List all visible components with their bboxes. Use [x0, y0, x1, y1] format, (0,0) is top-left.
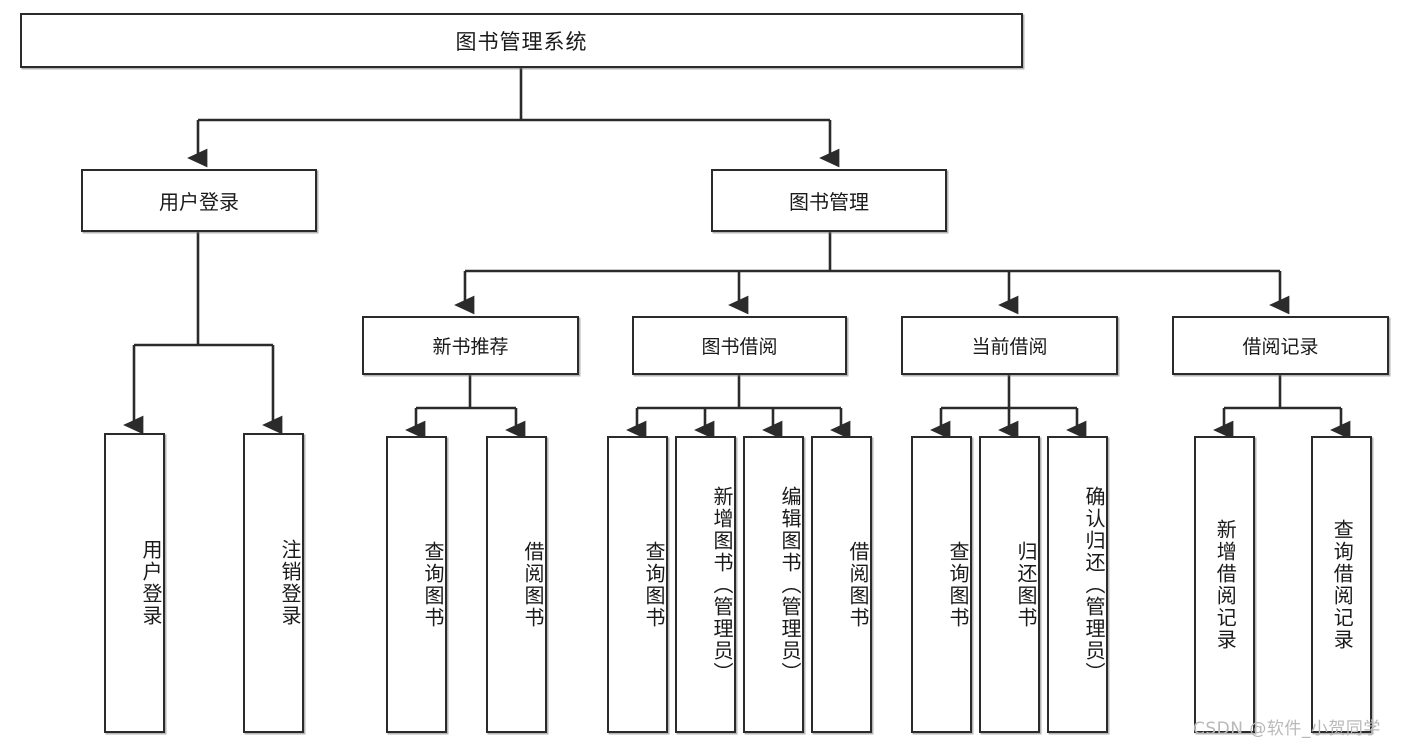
leaf-current-confirm-return-admin[interactable]: 确认归还（管理员）	[1047, 436, 1108, 733]
watermark: CSDN @软件_小贺同学	[1193, 719, 1381, 739]
node-label: 查询图书	[421, 540, 445, 629]
leaf-current-return-book[interactable]: 归还图书	[979, 436, 1040, 733]
node-user-login[interactable]: 用户登录	[81, 169, 317, 232]
leaf-current-query-book[interactable]: 查询图书	[911, 436, 972, 733]
node-label: 归还图书	[1014, 540, 1038, 629]
node-label: 新增借阅记录	[1213, 518, 1238, 651]
leaf-recommend-query-book[interactable]: 查询图书	[386, 436, 447, 733]
node-current-borrow[interactable]: 当前借阅	[901, 316, 1118, 375]
node-book-management[interactable]: 图书管理	[711, 169, 947, 232]
node-label: 借阅图书	[846, 540, 870, 629]
node-label: 查询图书	[946, 540, 970, 629]
node-root-book-management-system[interactable]: 图书管理系统	[20, 13, 1023, 68]
node-label: 借阅记录	[1242, 336, 1319, 358]
leaf-user-login-login[interactable]: 用户登录	[104, 433, 165, 733]
leaf-borrow-edit-book-admin[interactable]: 编辑图书（管理员）	[743, 436, 804, 733]
node-label: 图书管理系统	[455, 29, 588, 54]
node-label: 查询借阅记录	[1330, 518, 1355, 651]
node-book-borrow[interactable]: 图书借阅	[632, 316, 847, 375]
leaf-user-login-logout[interactable]: 注销登录	[243, 433, 304, 733]
node-label: 确认归还（管理员）	[1082, 485, 1106, 684]
leaf-record-add-record[interactable]: 新增借阅记录	[1194, 436, 1255, 733]
leaf-borrow-query-book[interactable]: 查询图书	[607, 436, 668, 733]
node-new-book-recommend[interactable]: 新书推荐	[362, 316, 579, 375]
node-label: 新书推荐	[432, 336, 509, 358]
node-label: 图书借阅	[701, 336, 778, 358]
leaf-borrow-add-book-admin[interactable]: 新增图书（管理员）	[675, 436, 736, 733]
leaf-borrow-borrow-book[interactable]: 借阅图书	[811, 436, 872, 733]
node-label: 当前借阅	[971, 336, 1048, 358]
node-label: 新增图书（管理员）	[710, 485, 734, 684]
node-borrow-record[interactable]: 借阅记录	[1172, 316, 1389, 375]
node-label: 查询图书	[642, 540, 666, 629]
node-label: 用户登录	[159, 190, 239, 214]
node-label: 注销登录	[278, 539, 302, 627]
leaf-record-query-record[interactable]: 查询借阅记录	[1311, 436, 1372, 733]
node-label: 编辑图书（管理员）	[778, 485, 802, 684]
node-label: 图书管理	[789, 190, 869, 214]
leaf-recommend-borrow-book[interactable]: 借阅图书	[486, 436, 547, 733]
node-label: 借阅图书	[521, 540, 545, 629]
node-label: 用户登录	[139, 539, 163, 627]
